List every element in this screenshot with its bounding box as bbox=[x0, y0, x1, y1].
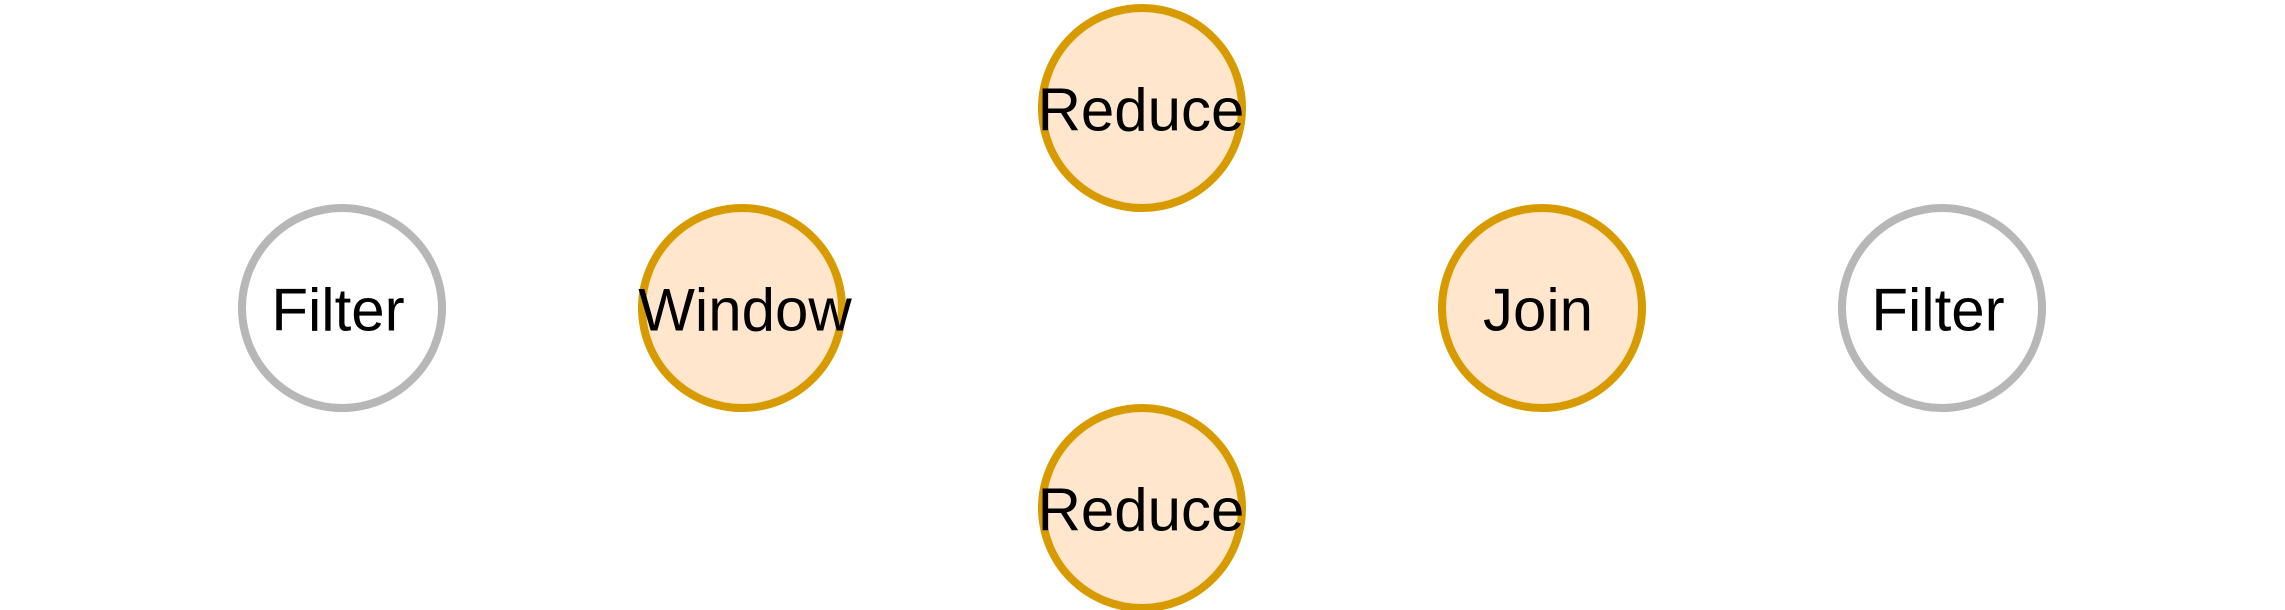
node-reduce-top-label: Reduce bbox=[1038, 77, 1245, 144]
node-filter-left-label: Filter bbox=[271, 277, 404, 344]
node-filter-right-circle bbox=[1838, 204, 2046, 412]
node-reduce-top-circle bbox=[1038, 4, 1246, 212]
node-join-circle bbox=[1438, 204, 1646, 412]
node-filter-right-label: Filter bbox=[1871, 277, 2004, 344]
node-window[interactable]: Window bbox=[638, 204, 852, 412]
node-filter-left[interactable]: Filter bbox=[238, 204, 446, 412]
node-window-circle bbox=[638, 204, 846, 412]
node-filter-left-circle bbox=[238, 204, 446, 412]
node-reduce-bottom-circle bbox=[1038, 404, 1246, 610]
node-join-label: Join bbox=[1483, 277, 1593, 344]
node-reduce-bottom[interactable]: Reduce bbox=[1038, 404, 1246, 610]
node-filter-right[interactable]: Filter bbox=[1838, 204, 2046, 412]
node-window-label: Window bbox=[638, 277, 852, 344]
node-join[interactable]: Join bbox=[1438, 204, 1646, 412]
node-reduce-top[interactable]: Reduce bbox=[1038, 4, 1246, 212]
node-reduce-bottom-label: Reduce bbox=[1038, 477, 1245, 544]
